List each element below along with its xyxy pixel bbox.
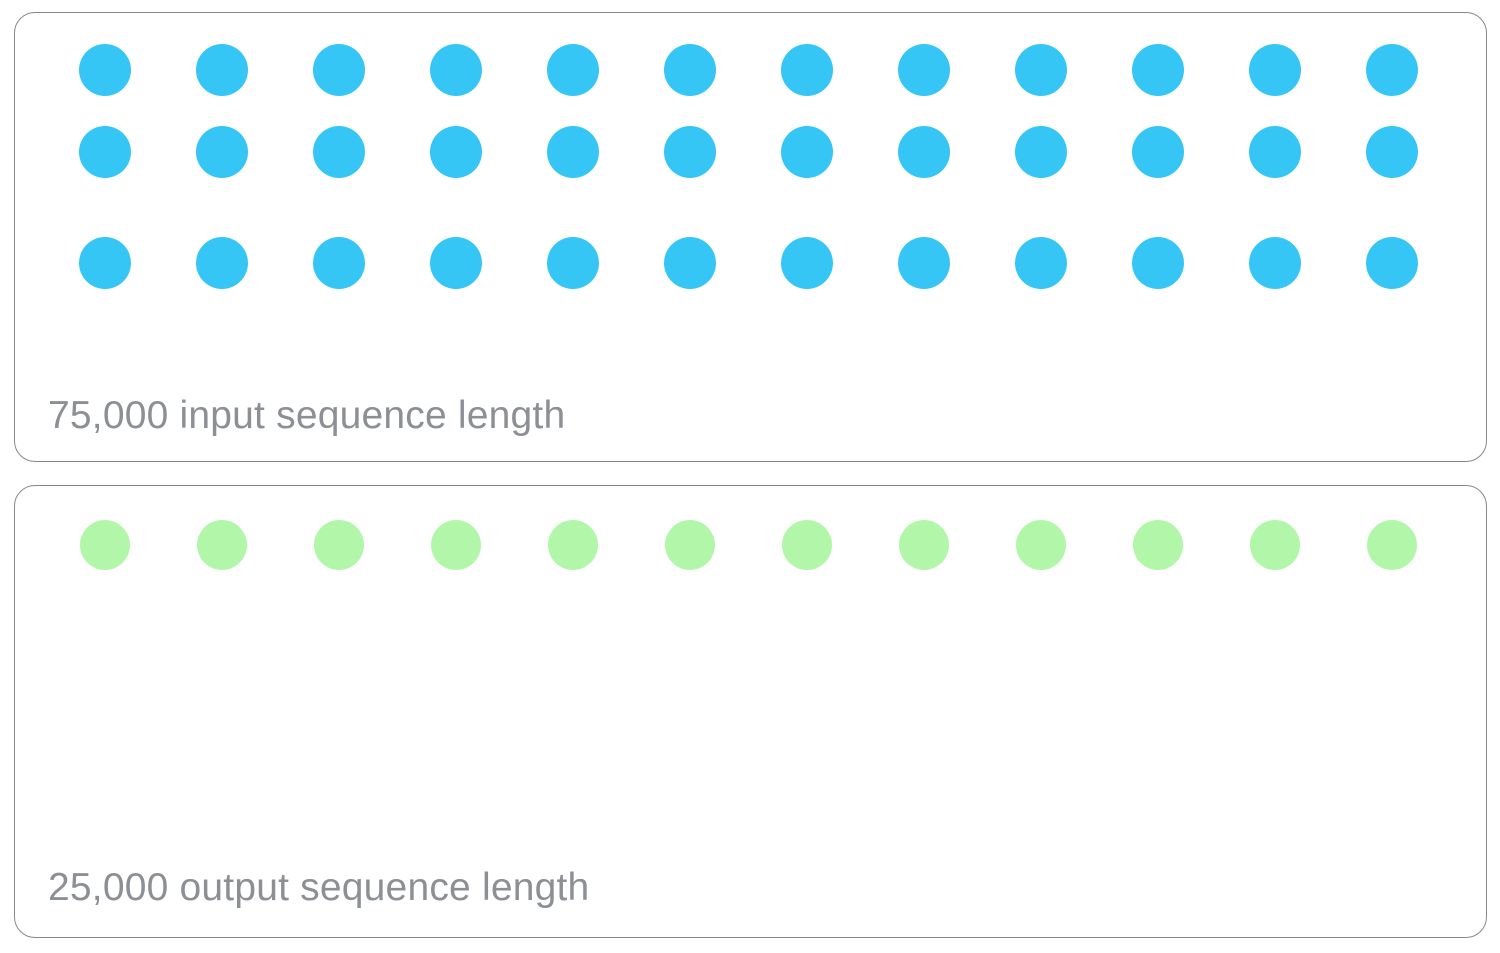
- input-token-dot: [79, 125, 131, 178]
- input-token-dot: [313, 44, 365, 96]
- input-token-dot: [1366, 125, 1418, 178]
- input-token-dot: [430, 236, 482, 289]
- token-row: [80, 520, 1417, 570]
- input-token-dot: [1132, 44, 1184, 96]
- output-sequence-length-caption: 25,000 output sequence length: [48, 866, 590, 909]
- output-token-dot: [548, 520, 598, 570]
- input-token-dot: [196, 125, 248, 178]
- input-token-dot: [781, 44, 833, 96]
- input-token-dot: [547, 236, 599, 289]
- input-sequence-length-caption: 75,000 input sequence length: [48, 394, 566, 437]
- input-token-dot: [1015, 44, 1067, 96]
- input-token-dot: [1132, 125, 1184, 178]
- input-token-dot: [430, 125, 482, 178]
- output-token-grid: [80, 520, 1417, 570]
- input-token-dot: [1015, 125, 1067, 178]
- output-token-dot: [665, 520, 715, 570]
- input-token-dot: [1015, 236, 1067, 289]
- input-token-dot: [1132, 236, 1184, 289]
- output-token-dot: [1016, 520, 1066, 570]
- input-token-dot: [1249, 44, 1301, 96]
- input-token-dot: [79, 44, 131, 96]
- input-token-dot: [664, 125, 716, 178]
- output-token-dot: [899, 520, 949, 570]
- output-token-dot: [197, 520, 247, 570]
- input-token-dot: [781, 236, 833, 289]
- output-token-dot: [782, 520, 832, 570]
- input-token-dot: [781, 125, 833, 178]
- output-token-dot: [314, 520, 364, 570]
- input-panel: [14, 12, 1487, 462]
- output-token-dot: [1367, 520, 1417, 570]
- input-token-dot: [664, 44, 716, 96]
- input-token-dot: [898, 44, 950, 96]
- token-row: [79, 207, 1418, 318]
- input-token-dot: [430, 44, 482, 96]
- output-token-dot: [80, 520, 130, 570]
- input-token-dot: [898, 236, 950, 289]
- input-token-dot: [1249, 236, 1301, 289]
- input-token-dot: [79, 236, 131, 289]
- input-token-dot: [1366, 236, 1418, 289]
- input-token-dot: [313, 236, 365, 289]
- token-row: [79, 96, 1418, 207]
- input-token-dot: [196, 236, 248, 289]
- token-row: [79, 44, 1418, 96]
- input-token-dot: [313, 125, 365, 178]
- output-token-dot: [1250, 520, 1300, 570]
- input-token-dot: [1249, 125, 1301, 178]
- output-token-dot: [1133, 520, 1183, 570]
- output-token-dot: [431, 520, 481, 570]
- input-token-dot: [547, 125, 599, 178]
- input-token-grid: [79, 44, 1418, 318]
- input-token-dot: [664, 236, 716, 289]
- input-token-dot: [1366, 44, 1418, 96]
- input-token-dot: [898, 125, 950, 178]
- output-panel: [14, 485, 1487, 938]
- input-token-dot: [547, 44, 599, 96]
- input-token-dot: [196, 44, 248, 96]
